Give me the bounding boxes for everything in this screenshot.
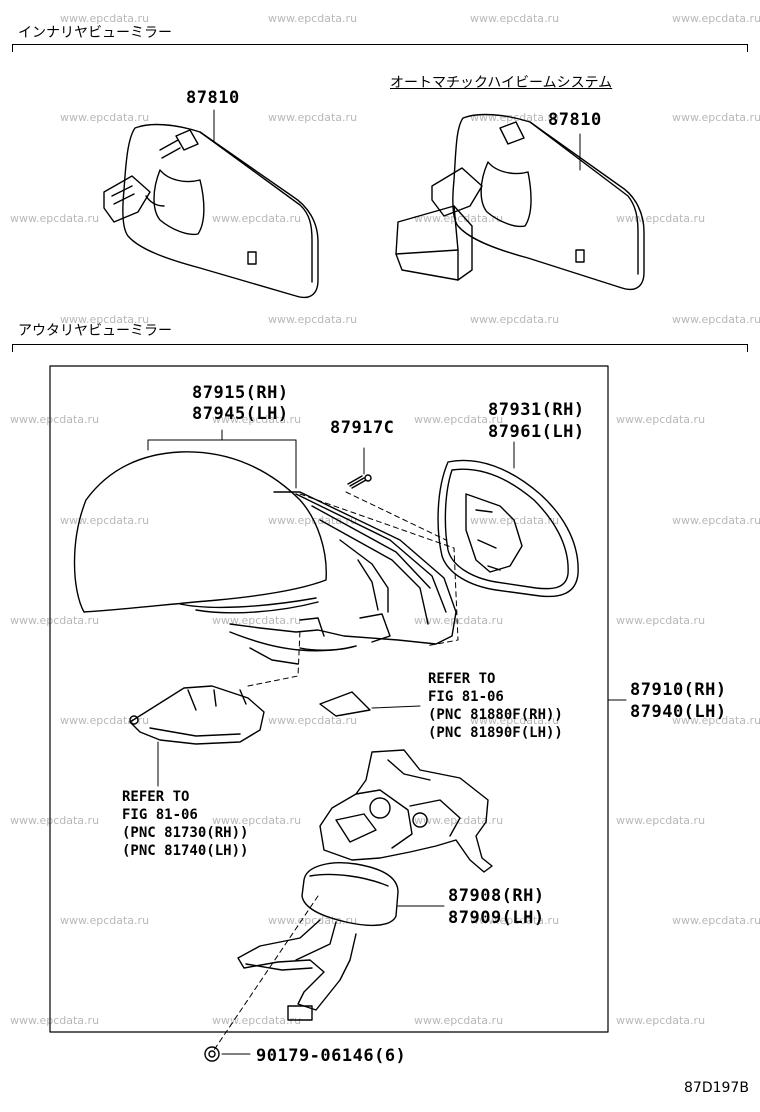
watermark: www.epcdata.ru xyxy=(212,814,302,827)
dashed-line xyxy=(247,629,301,687)
diagram-code: 87D197B xyxy=(684,1080,749,1096)
screw-drawing xyxy=(347,474,372,489)
watermark: www.epcdata.ru xyxy=(268,914,358,927)
ref-line: FIG 81-06 xyxy=(428,689,504,705)
part-number-base-rh[interactable]: 87908(RH) xyxy=(448,886,545,906)
actuator-drawing xyxy=(319,749,493,873)
subtitle-auto-high-beam: オートマチックハイビームシステム xyxy=(390,75,613,91)
watermark: www.epcdata.ru xyxy=(212,614,302,627)
ref-line: (PNC 81880F(RH)) xyxy=(428,707,563,723)
watermark: www.epcdata.ru xyxy=(672,111,760,124)
watermark: www.epcdata.ru xyxy=(470,12,560,25)
section-divider-tick xyxy=(12,344,13,352)
base-cover-drawing xyxy=(301,862,399,927)
section-divider xyxy=(12,344,748,345)
ref-line: (PNC 81890F(LH)) xyxy=(428,725,563,741)
watermark: www.epcdata.ru xyxy=(672,714,760,727)
watermark: www.epcdata.ru xyxy=(268,12,358,25)
section-divider-tick xyxy=(747,344,748,352)
watermark: www.epcdata.ru xyxy=(212,1014,302,1027)
turn-lamp-drawing xyxy=(129,685,265,745)
part-number-inner-left[interactable]: 87810 xyxy=(186,88,240,108)
watermark: www.epcdata.ru xyxy=(212,413,302,426)
watermark: www.epcdata.ru xyxy=(616,413,706,426)
ref-line: REFER TO xyxy=(428,671,496,687)
watermark: www.epcdata.ru xyxy=(268,111,358,124)
watermark: www.epcdata.ru xyxy=(414,212,504,225)
reference-turn-lamp[interactable]: REFER TO FIG 81-06 (PNC 81730(RH)) (PNC … xyxy=(122,788,248,860)
part-number-cover-lh[interactable]: 87945(LH) xyxy=(192,404,289,424)
watermark: www.epcdata.ru xyxy=(414,1014,504,1027)
dashed-line xyxy=(299,493,459,647)
part-number-inner-right[interactable]: 87810 xyxy=(548,110,602,130)
dashed-line xyxy=(345,491,447,541)
watermark: www.epcdata.ru xyxy=(672,514,760,527)
watermark: www.epcdata.ru xyxy=(212,212,302,225)
leader-lamp xyxy=(371,705,421,709)
harness-drawing xyxy=(237,919,357,1021)
watermark: www.epcdata.ru xyxy=(470,313,560,326)
watermark: www.epcdata.ru xyxy=(470,914,560,927)
part-number-cover-rh[interactable]: 87915(RH) xyxy=(192,383,289,403)
ref-line: (PNC 81730(RH)) xyxy=(122,825,249,841)
watermark: www.epcdata.ru xyxy=(268,514,358,527)
part-number-glass-lh[interactable]: 87961(LH) xyxy=(488,422,585,442)
mirror-cover-drawing xyxy=(73,451,327,614)
watermark: www.epcdata.ru xyxy=(268,714,358,727)
section-title-inner: インナリヤビューミラー xyxy=(18,25,172,41)
section-divider-tick xyxy=(747,44,748,52)
part-number-glass-rh[interactable]: 87931(RH) xyxy=(488,400,585,420)
watermark: www.epcdata.ru xyxy=(10,212,100,225)
watermark: www.epcdata.ru xyxy=(414,614,504,627)
reference-lamp[interactable]: REFER TO FIG 81-06 (PNC 81880F(RH)) (PNC… xyxy=(428,670,563,742)
watermark: www.epcdata.ru xyxy=(268,313,358,326)
inner-mirror-right-drawing xyxy=(395,113,645,291)
clip-drawing xyxy=(204,1046,220,1062)
watermark: www.epcdata.ru xyxy=(414,413,504,426)
watermark: www.epcdata.ru xyxy=(10,814,100,827)
ref-line: (PNC 81740(LH)) xyxy=(122,843,249,859)
part-number-assy-rh[interactable]: 87910(RH) xyxy=(630,680,727,700)
watermark: www.epcdata.ru xyxy=(60,12,150,25)
watermark: www.epcdata.ru xyxy=(616,614,706,627)
watermark: www.epcdata.ru xyxy=(60,514,150,527)
inner-mirror-left-drawing xyxy=(103,123,319,299)
ref-line: REFER TO xyxy=(122,789,190,805)
section-divider-tick xyxy=(12,44,13,52)
watermark: www.epcdata.ru xyxy=(616,1014,706,1027)
section-title-outer: アウタリヤビューミラー xyxy=(18,323,172,339)
watermark: www.epcdata.ru xyxy=(60,313,150,326)
watermark: www.epcdata.ru xyxy=(60,714,150,727)
watermark: www.epcdata.ru xyxy=(672,914,760,927)
part-number-clip[interactable]: 90179-06146(6) xyxy=(256,1046,407,1066)
watermark: www.epcdata.ru xyxy=(10,413,100,426)
watermark: www.epcdata.ru xyxy=(470,714,560,727)
part-number-base-lh[interactable]: 87909(LH) xyxy=(448,908,545,928)
leader-cover xyxy=(147,429,297,489)
watermark: www.epcdata.ru xyxy=(672,12,760,25)
watermark: www.epcdata.ru xyxy=(616,212,706,225)
watermark: www.epcdata.ru xyxy=(60,111,150,124)
part-number-screw[interactable]: 87917C xyxy=(330,418,395,438)
part-number-assy-lh[interactable]: 87940(LH) xyxy=(630,702,727,722)
watermark: www.epcdata.ru xyxy=(672,313,760,326)
watermark: www.epcdata.ru xyxy=(616,814,706,827)
dashed-line xyxy=(213,895,319,1051)
mirror-glass-drawing xyxy=(437,459,579,598)
outer-assembly-box xyxy=(49,365,609,1033)
watermark: www.epcdata.ru xyxy=(10,614,100,627)
watermark: www.epcdata.ru xyxy=(60,914,150,927)
ref-line: FIG 81-06 xyxy=(122,807,198,823)
mirror-housing-drawing xyxy=(229,491,457,665)
side-lamp-drawing xyxy=(319,691,371,717)
section-divider xyxy=(12,44,748,45)
watermark: www.epcdata.ru xyxy=(10,1014,100,1027)
